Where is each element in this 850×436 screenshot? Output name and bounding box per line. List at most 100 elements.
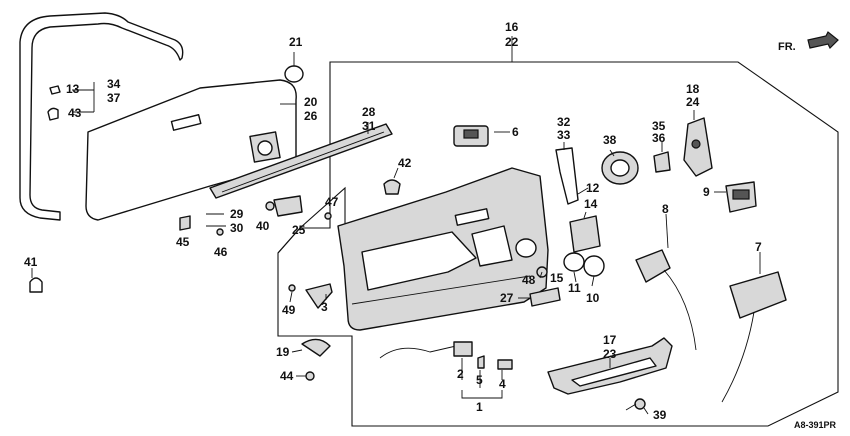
callout-30: 30 bbox=[230, 221, 244, 235]
callout-41: 41 bbox=[24, 255, 38, 269]
harness-7 bbox=[721, 311, 755, 403]
master-switch-7 bbox=[729, 271, 787, 319]
assembly-group-outline bbox=[277, 61, 839, 427]
switch-9-button bbox=[732, 189, 750, 200]
callout-10: 10 bbox=[586, 291, 600, 305]
callout-9: 9 bbox=[703, 185, 710, 199]
callout-31: 31 bbox=[362, 119, 376, 133]
door-weatherstrip bbox=[19, 12, 184, 221]
callout-37: 37 bbox=[107, 91, 121, 105]
grommet-42 bbox=[383, 179, 401, 195]
callout-21: 21 bbox=[289, 35, 303, 49]
callout-7: 7 bbox=[755, 240, 762, 254]
callout-39: 39 bbox=[653, 408, 667, 422]
callout-5: 5 bbox=[476, 373, 483, 387]
speaker-38-cone bbox=[610, 159, 630, 177]
bracket-3 bbox=[305, 283, 333, 309]
callout-11: 11 bbox=[568, 281, 581, 295]
callout-19: 19 bbox=[276, 345, 290, 359]
door-panel-speaker-grille bbox=[515, 238, 537, 258]
clip-43 bbox=[47, 107, 59, 121]
callout-34: 34 bbox=[107, 77, 121, 91]
callout-32: 32 bbox=[557, 115, 571, 129]
leader-lines bbox=[31, 36, 761, 415]
door-panel-handle-recess bbox=[454, 208, 490, 226]
callout-3: 3 bbox=[321, 300, 328, 314]
switch-6-button bbox=[463, 129, 479, 139]
cover-35 bbox=[653, 151, 671, 173]
callout-45: 45 bbox=[176, 235, 190, 249]
callouts: 16 22 21 34 37 13 43 20 26 28 31 6 32 33… bbox=[24, 20, 762, 422]
bracket-32 bbox=[555, 147, 579, 205]
callout-16: 16 bbox=[505, 20, 519, 34]
callout-18: 18 bbox=[686, 82, 700, 96]
door-panel-armrest bbox=[471, 225, 513, 267]
callout-2: 2 bbox=[457, 367, 464, 381]
speaker-box-14 bbox=[569, 215, 601, 253]
sub-group-outline bbox=[277, 186, 346, 254]
callout-15: 15 bbox=[550, 271, 564, 285]
callout-35: 35 bbox=[652, 119, 666, 133]
callout-26: 26 bbox=[304, 109, 318, 123]
cable-2 bbox=[379, 345, 457, 359]
front-direction-label: FR. bbox=[778, 41, 796, 53]
callout-38: 38 bbox=[603, 133, 617, 147]
callout-23: 23 bbox=[603, 347, 617, 361]
part-4 bbox=[497, 359, 513, 370]
callout-1: 1 bbox=[476, 400, 483, 414]
callout-25: 25 bbox=[292, 223, 306, 237]
callout-36: 36 bbox=[652, 131, 666, 145]
key-39-blade bbox=[625, 403, 637, 411]
clip-19 bbox=[301, 338, 331, 357]
part-5 bbox=[477, 355, 485, 369]
front-direction-arrow-icon bbox=[807, 31, 839, 50]
bracket-25 bbox=[273, 195, 303, 217]
screw-49 bbox=[288, 284, 296, 292]
clip-45 bbox=[179, 215, 191, 231]
door-panel-pocket bbox=[361, 231, 477, 291]
lower-trim-insert bbox=[571, 357, 657, 387]
callout-22: 22 bbox=[505, 35, 519, 49]
callout-14: 14 bbox=[584, 197, 598, 211]
door-panel-line bbox=[351, 275, 531, 305]
pull-handle-27 bbox=[529, 287, 561, 307]
trim-board-slot bbox=[170, 114, 202, 131]
callout-6: 6 bbox=[512, 125, 519, 139]
grommet-21 bbox=[284, 65, 304, 83]
callout-42: 42 bbox=[398, 156, 412, 170]
callout-4: 4 bbox=[499, 377, 506, 391]
callout-40: 40 bbox=[256, 219, 270, 233]
grommet-41 bbox=[29, 277, 43, 293]
screw-40 bbox=[265, 201, 275, 211]
harness-8 bbox=[663, 269, 697, 351]
callout-20: 20 bbox=[304, 95, 318, 109]
speaker-mount-hole bbox=[257, 140, 273, 156]
molding-groove bbox=[221, 131, 385, 193]
handle-pivot bbox=[691, 139, 701, 149]
callout-13: 13 bbox=[66, 82, 80, 96]
clip-13 bbox=[49, 85, 61, 95]
window-switch-8 bbox=[635, 249, 671, 283]
callout-43: 43 bbox=[68, 106, 82, 120]
callout-46: 46 bbox=[214, 245, 228, 259]
callout-33: 33 bbox=[557, 128, 571, 142]
callout-44: 44 bbox=[280, 369, 294, 383]
callout-27: 27 bbox=[500, 291, 514, 305]
key-39-head bbox=[634, 398, 646, 410]
screw-46 bbox=[216, 228, 224, 236]
callout-49: 49 bbox=[282, 303, 296, 317]
callout-17: 17 bbox=[603, 333, 617, 347]
callout-28: 28 bbox=[362, 105, 376, 119]
callout-48: 48 bbox=[522, 273, 536, 287]
callout-12: 12 bbox=[586, 181, 600, 195]
callout-8: 8 bbox=[662, 202, 669, 216]
screw-47 bbox=[324, 212, 332, 220]
speaker-grille-11 bbox=[563, 252, 585, 272]
lock-2 bbox=[453, 341, 473, 357]
diagram-code: A8-391PR bbox=[794, 420, 837, 430]
callout-47: 47 bbox=[325, 195, 339, 209]
callout-24: 24 bbox=[686, 95, 700, 109]
screw-44 bbox=[305, 371, 315, 381]
speaker-ring-10 bbox=[583, 255, 605, 277]
